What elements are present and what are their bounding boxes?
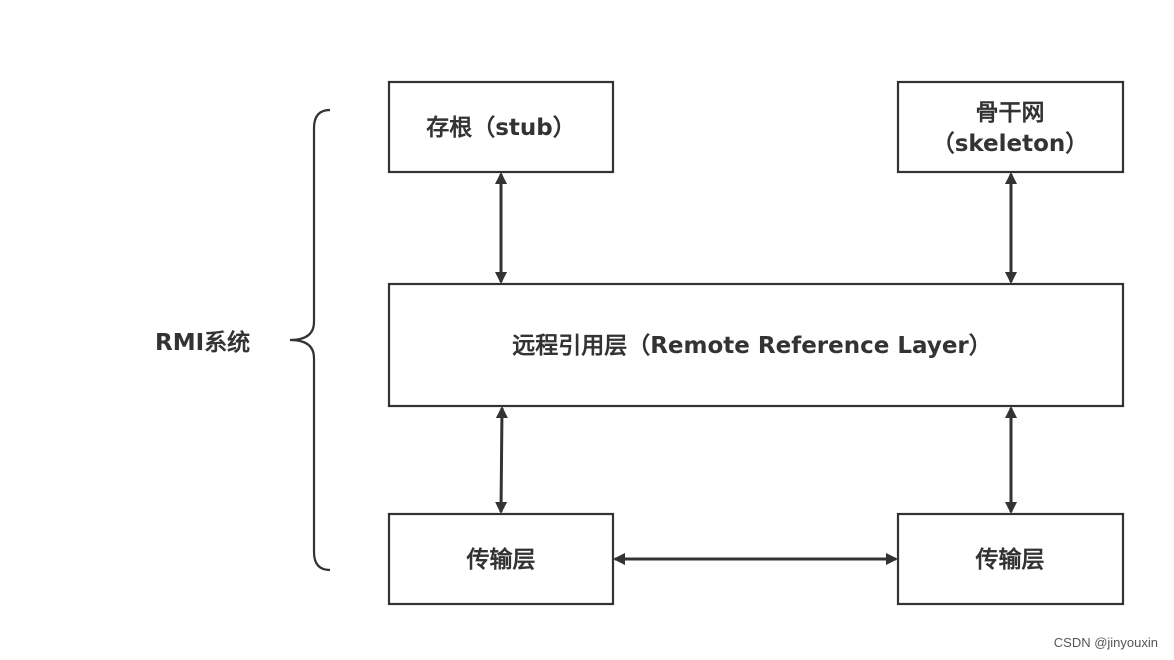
rmi-system-label: RMI系统 [155,329,250,356]
arrow-rrl-to-transport-left [495,406,508,514]
transport-right-label: 传输层 [975,546,1045,573]
skeleton-label-line2: （skeleton） [932,130,1089,157]
transport-left-box: 传输层 [387,512,615,606]
remote-reference-layer-label: 远程引用层（Remote Reference Layer） [512,332,992,359]
stub-box: 存根（stub） [387,80,615,174]
watermark: CSDN @jinyouxin [1053,635,1158,650]
skeleton-box: 骨干网 （skeleton） [896,80,1125,174]
stub-label: 存根（stub） [426,114,576,141]
system-brace [289,108,331,572]
transport-right-box: 传输层 [896,512,1125,606]
skeleton-label-line1: 骨干网 [976,100,1045,126]
transport-left-label: 传输层 [466,546,536,573]
remote-reference-layer-box: 远程引用层（Remote Reference Layer） [387,282,1125,408]
